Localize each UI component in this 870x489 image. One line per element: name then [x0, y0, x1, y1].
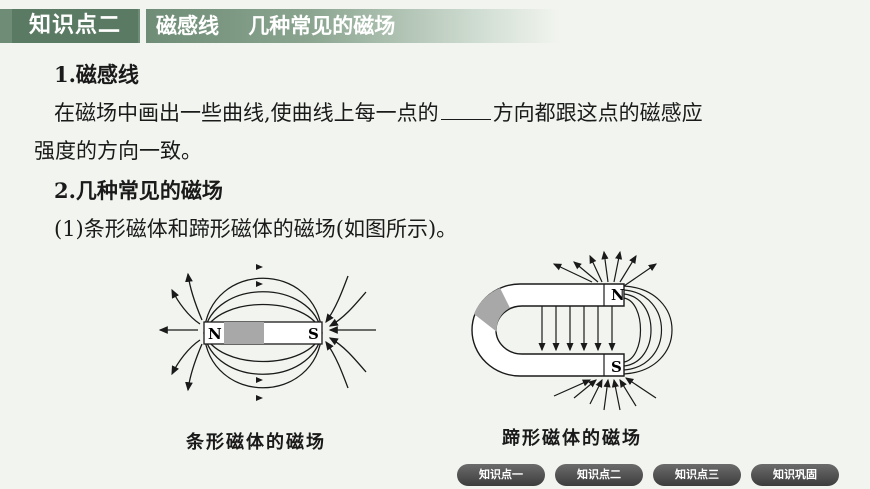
fill-blank[interactable]: [440, 99, 491, 120]
nav-knowledge-point-2[interactable]: 知识点二: [555, 464, 643, 486]
field-line: [171, 339, 201, 376]
field-line: [553, 379, 592, 397]
section1-line2: 强度的方向一致。: [34, 139, 202, 163]
field-line: [552, 263, 593, 283]
field-line: [185, 343, 203, 392]
section1-line1-after: 方向都跟这点的磁感应: [492, 101, 703, 125]
field-line: [185, 272, 203, 321]
field-line: [573, 379, 597, 399]
field-line: [623, 289, 663, 371]
section1-number: 1: [54, 62, 69, 87]
field-arrow: [256, 377, 263, 383]
field-line: [325, 275, 349, 324]
field-line: [589, 254, 603, 283]
page-title: 磁感线 几种常见的磁场: [156, 14, 396, 38]
section1-heading: 1.磁感线: [54, 60, 139, 90]
section2-number: 2: [54, 178, 69, 203]
horseshoe-magnet-figure: N S: [471, 250, 673, 411]
nav-knowledge-point-1[interactable]: 知识点一: [457, 464, 545, 486]
nav-knowledge-point-3[interactable]: 知识点三: [653, 464, 741, 486]
bar-pole-n: N: [208, 325, 222, 343]
field-line: [203, 291, 323, 334]
field-line: [203, 332, 323, 363]
field-line: [623, 263, 657, 287]
field-line: [623, 297, 641, 363]
section1-line1: 在磁场中画出一些曲线,使曲线上每一点的 方向都跟这点的磁感应: [54, 98, 703, 128]
bar-magnet-shade: [224, 322, 264, 344]
field-line: [619, 254, 637, 283]
field-line: [203, 303, 323, 334]
field-line: [203, 332, 323, 389]
header-separator: [140, 9, 146, 43]
bar-pole-s: S: [308, 325, 319, 343]
field-line: [625, 377, 657, 399]
horseshoe-shade: [474, 288, 510, 332]
field-line: [203, 332, 323, 375]
section2-subheading: (1)条形磁体和蹄形磁体的磁场(如图所示)。: [54, 217, 458, 241]
field-line: [611, 378, 621, 411]
bar-magnet-caption: 条形磁体的磁场: [186, 432, 326, 453]
section1-line1-before: 在磁场中画出一些曲线,使曲线上每一点的: [54, 101, 439, 125]
field-line: [589, 378, 603, 405]
field-line: [171, 288, 201, 325]
bar-magnet-figure: N S: [158, 264, 376, 401]
nav-knowledge-review[interactable]: 知识巩固: [751, 464, 839, 486]
section2-heading-text: .几种常见的磁场: [68, 178, 223, 203]
field-line: [328, 291, 367, 327]
field-arrow: [256, 395, 263, 401]
field-line: [573, 261, 599, 283]
field-line: [623, 293, 652, 367]
field-line: [328, 337, 367, 373]
section1-heading-text: .磁感线: [68, 62, 139, 87]
field-line: [623, 285, 673, 375]
field-line: [601, 250, 609, 283]
section-badge: 知识点二: [12, 9, 138, 43]
horseshoe-pole-s: S: [611, 358, 622, 376]
field-arrow: [256, 264, 263, 270]
field-line: [613, 250, 623, 283]
horseshoe-magnet-caption: 蹄形磁体的磁场: [502, 428, 642, 449]
field-line: [325, 340, 349, 389]
field-line: [203, 277, 323, 334]
horseshoe-pole-n: N: [611, 286, 625, 304]
section2-heading: 2.几种常见的磁场: [54, 176, 223, 206]
field-line: [619, 378, 637, 407]
field-arrow: [256, 281, 263, 287]
field-line: [603, 378, 611, 411]
